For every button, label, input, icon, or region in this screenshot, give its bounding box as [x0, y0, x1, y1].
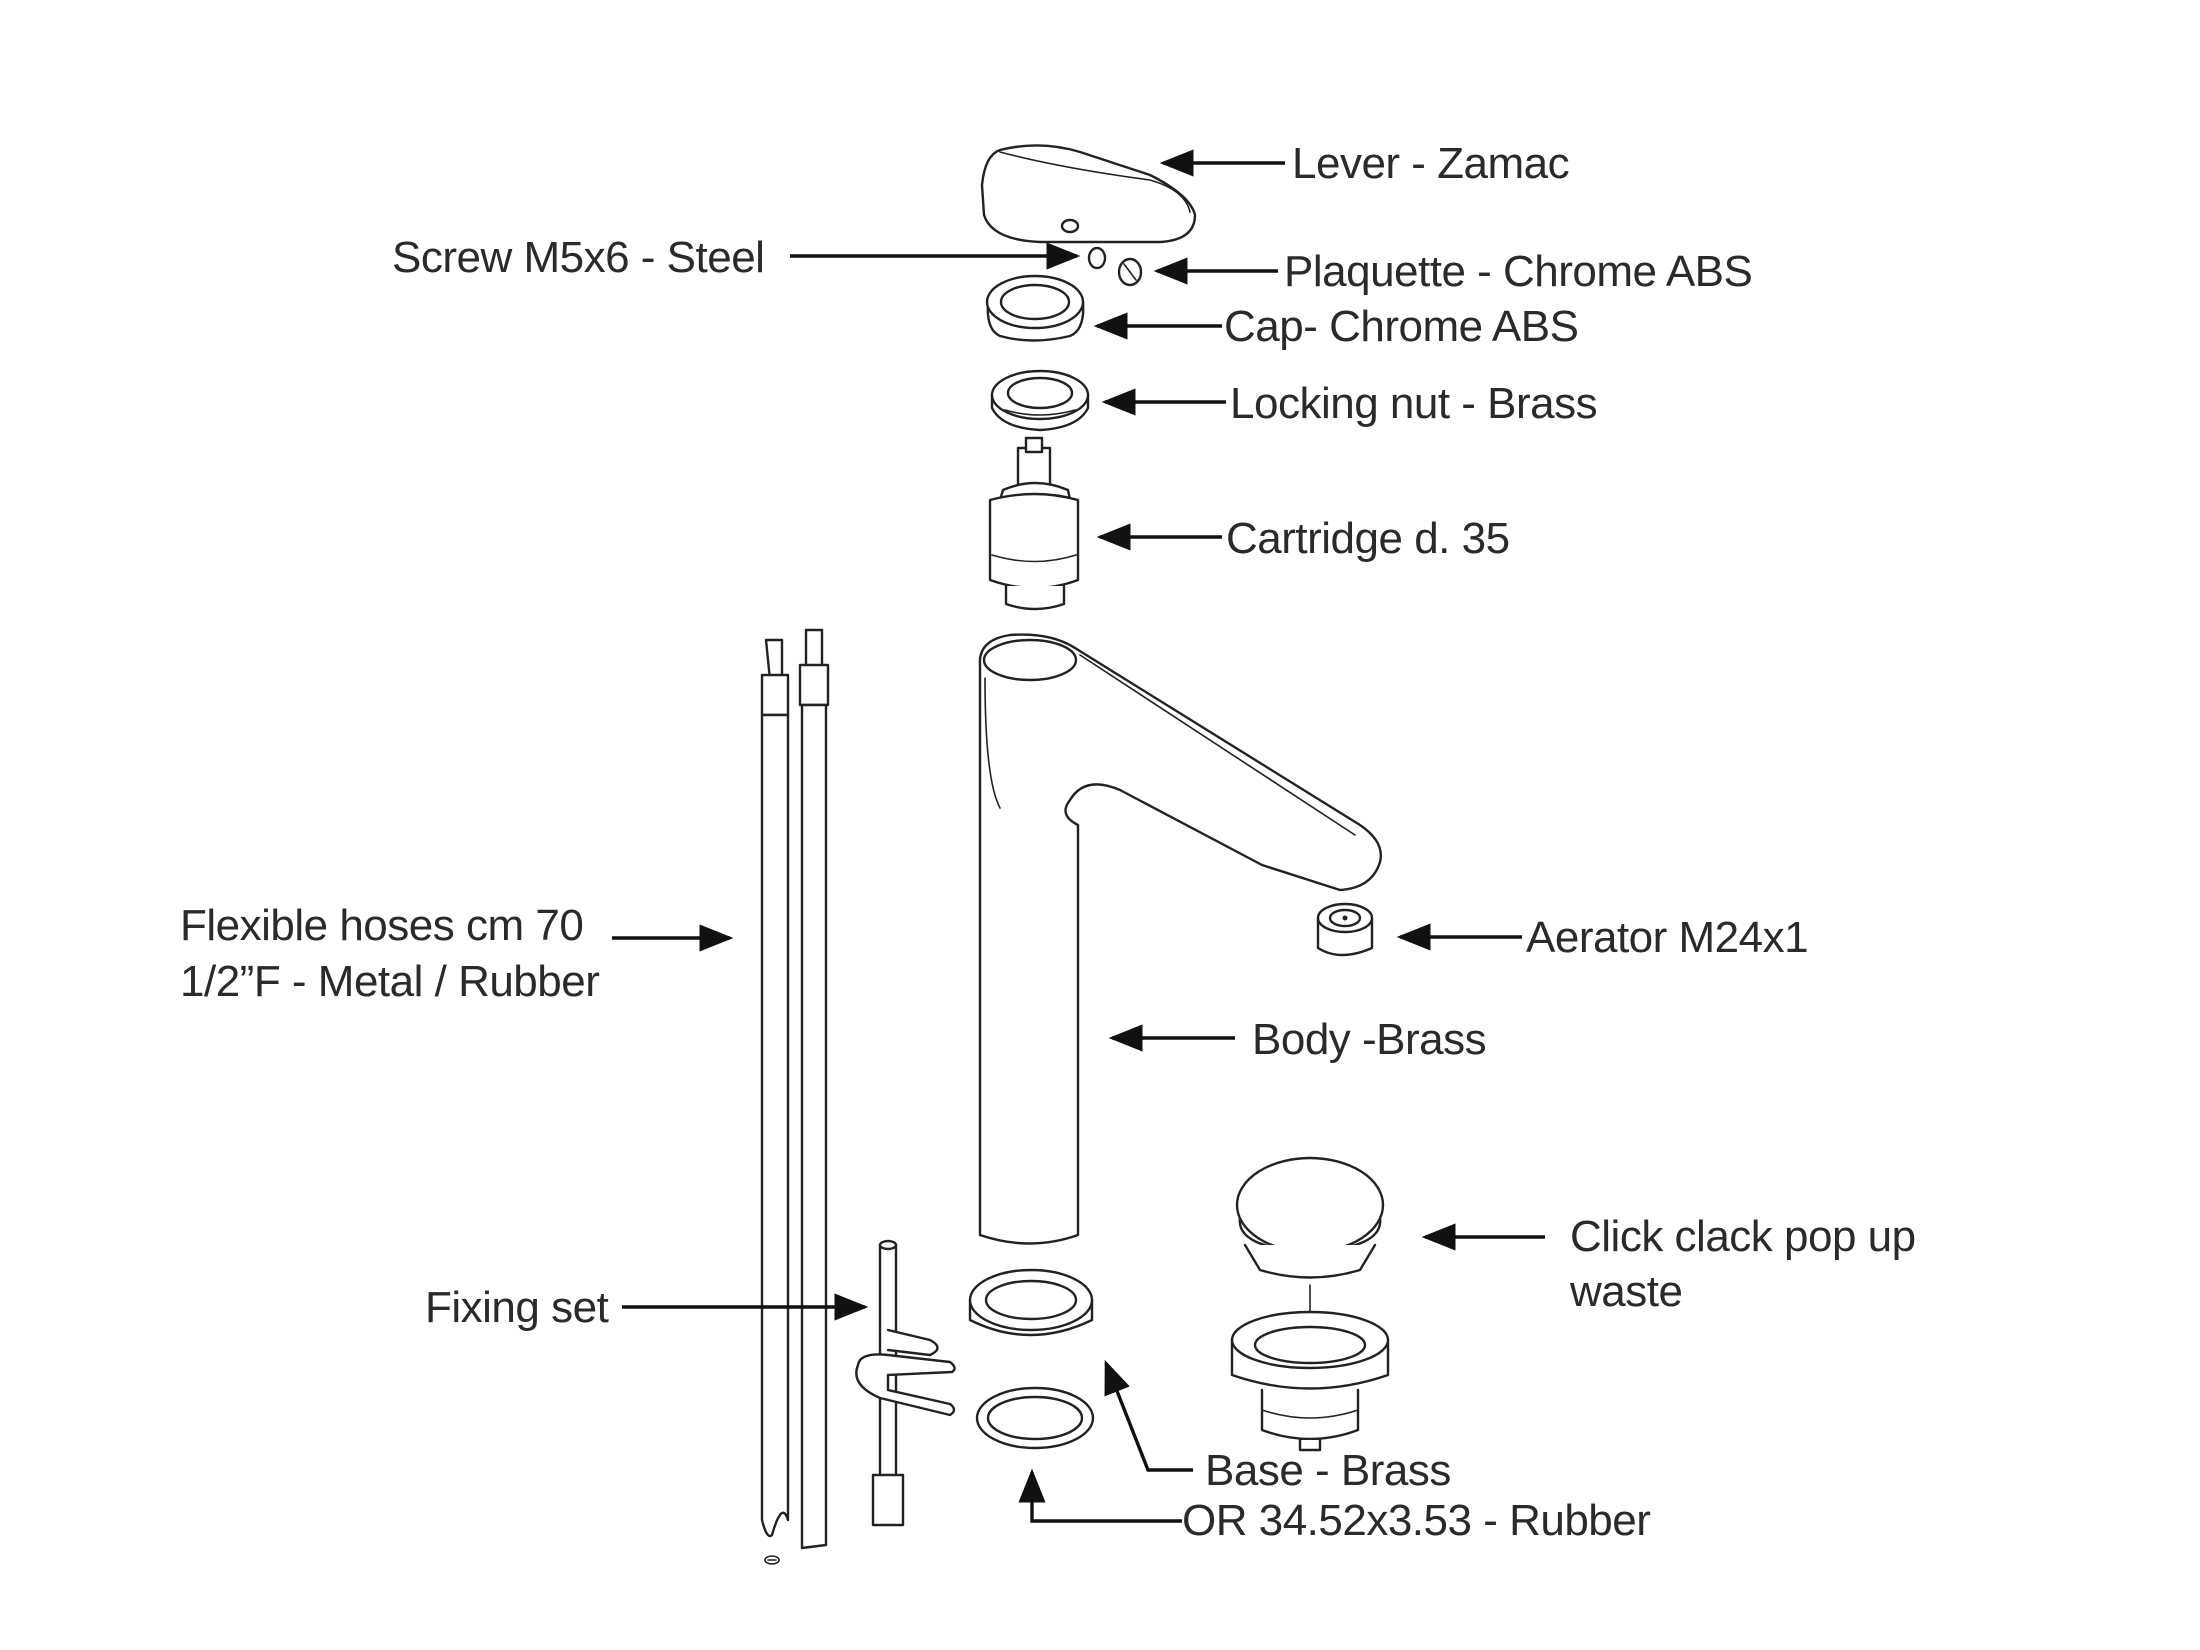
- flexible-hoses-part: [760, 628, 830, 1565]
- label-base: Base - Brass: [1205, 1446, 1451, 1495]
- label-hoses-line2: 1/2”F - Metal / Rubber: [180, 957, 599, 1006]
- plaquette-part: [1117, 257, 1143, 287]
- base-arrow: [1104, 1359, 1193, 1472]
- body-part: [978, 633, 1382, 1245]
- lever-part: [980, 144, 1197, 244]
- o-ring-part: [975, 1386, 1095, 1450]
- label-waste-line2: waste: [1569, 1267, 1682, 1316]
- base-part: [968, 1268, 1094, 1337]
- label-fixing-set: Fixing set: [425, 1283, 609, 1332]
- leader-arrows: [612, 149, 1545, 1523]
- label-locking-nut: Locking nut - Brass: [1230, 379, 1597, 428]
- label-body: Body -Brass: [1252, 1015, 1486, 1064]
- screw-part: [1087, 246, 1107, 270]
- label-screw: Screw M5x6 - Steel: [392, 233, 764, 282]
- cap-part: [985, 274, 1085, 342]
- label-hoses-line1: Flexible hoses cm 70: [180, 901, 583, 950]
- cartridge-part: [988, 436, 1080, 611]
- part-labels: Lever - Zamac Screw M5x6 - Steel Plaquet…: [180, 139, 1916, 1545]
- aerator-part: [1316, 902, 1374, 957]
- label-aerator: Aerator M24x1: [1526, 913, 1808, 962]
- fixing-set-part: [855, 1239, 956, 1527]
- label-waste-line1: Click clack pop up: [1570, 1212, 1916, 1261]
- label-o-ring: OR 34.52x3.53 - Rubber: [1182, 1496, 1650, 1545]
- label-cap: Cap- Chrome ABS: [1224, 302, 1578, 351]
- pop-up-waste-part: [1230, 1156, 1390, 1452]
- o-ring-arrow: [1018, 1468, 1182, 1523]
- label-plaquette: Plaquette - Chrome ABS: [1284, 247, 1752, 296]
- locking-nut-part: [990, 369, 1090, 432]
- label-lever: Lever - Zamac: [1292, 139, 1569, 188]
- label-cartridge: Cartridge d. 35: [1226, 514, 1510, 563]
